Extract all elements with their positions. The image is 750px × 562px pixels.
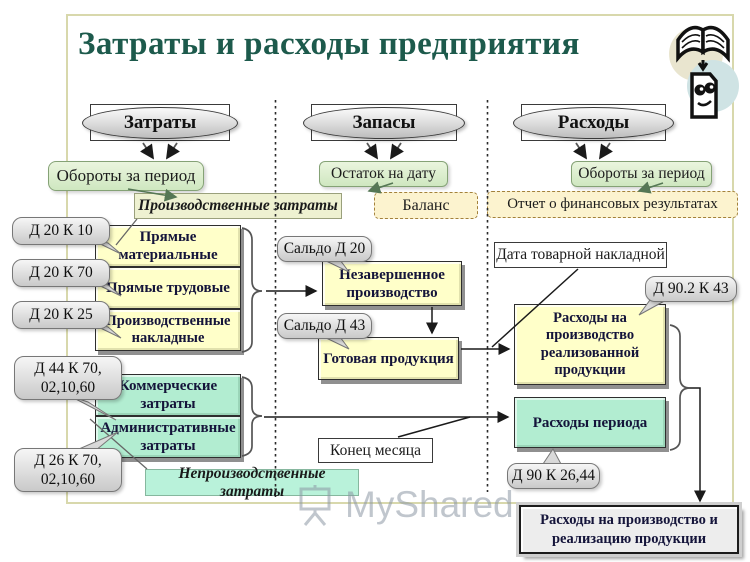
production-costs-label: Производственные затраты — [134, 193, 342, 219]
callout-saldo-d20: Сальдо Д 20 — [277, 236, 372, 262]
invoice-date-box: Дата товарной накладной — [494, 242, 667, 268]
callout-d20k70: Д 20 К 70 — [12, 259, 110, 287]
nonproduction-costs-label: Непроизводственные затраты — [145, 465, 359, 500]
callout-d44: Д 44 К 70, 02,10,60 — [14, 356, 122, 400]
zatraty-oboroty-box: Обороты за период — [48, 161, 204, 191]
box-wip: Незавершенное производство — [322, 261, 462, 306]
callout-d90k2644: Д 90 К 26,44 — [507, 463, 600, 489]
callout-d26: Д 26 К 70, 02,10,60 — [14, 448, 122, 492]
box-cogs: Расходы на производство реализованной пр… — [514, 304, 666, 385]
zapasy-ostatok-box: Остаток на дату — [319, 161, 448, 187]
page-title: Затраты и расходы предприятия — [78, 26, 580, 62]
box-period-expenses: Расходы периода — [514, 397, 666, 448]
rashody-oboroty-box: Обороты за период — [571, 161, 712, 187]
callout-d20k10: Д 20 К 10 — [12, 217, 110, 245]
box-overhead: Производственные накладные — [95, 309, 241, 351]
callout-d902k43: Д 90.2 К 43 — [645, 276, 737, 302]
zatraty-ellipse: Затраты — [82, 107, 238, 139]
callout-saldo-d43: Сальдо Д 43 — [277, 313, 372, 339]
month-end-box: Конец месяца — [318, 438, 433, 463]
fin-report-box: Отчет о финансовых результатах — [487, 191, 738, 218]
box-direct-material: Прямые материальные — [95, 225, 241, 267]
box-total-expenses: Расходы на производство и реализацию про… — [519, 505, 739, 554]
balans-box: Баланс — [374, 192, 478, 219]
zapasy-ellipse: Запасы — [303, 107, 465, 139]
callout-d20k25: Д 20 К 25 — [12, 301, 110, 329]
box-direct-labor: Прямые трудовые — [95, 267, 241, 309]
rashody-ellipse: Расходы — [513, 107, 674, 139]
book-clipart-icon — [666, 4, 742, 122]
box-finished-goods: Готовая продукция — [318, 337, 459, 380]
